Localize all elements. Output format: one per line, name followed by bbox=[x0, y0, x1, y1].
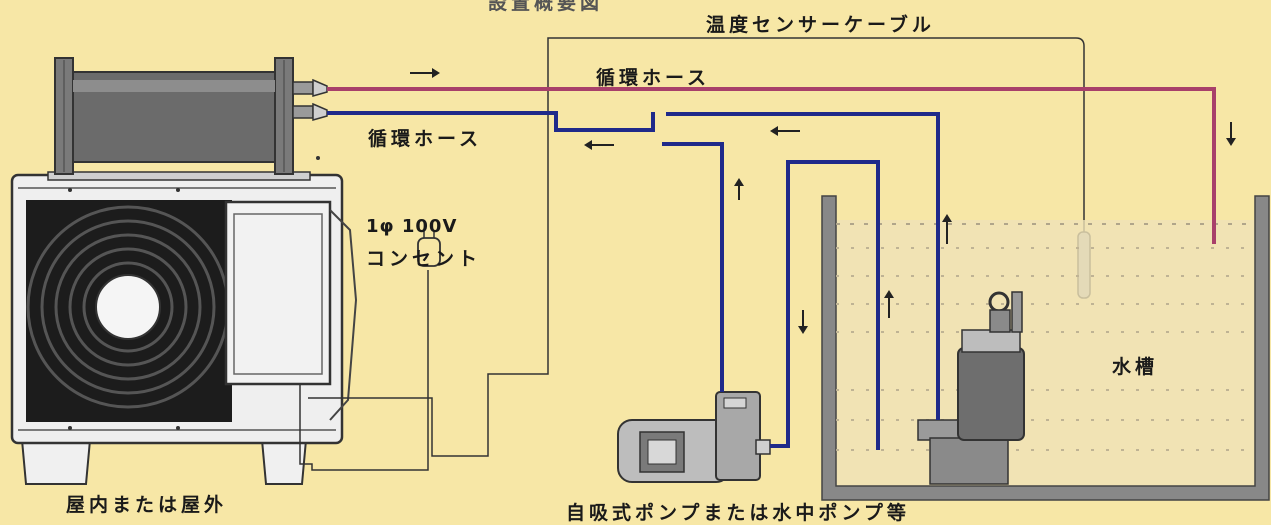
flow-up-arrow-icon-2 bbox=[942, 214, 952, 244]
unit-foot-left bbox=[20, 439, 92, 485]
circulation-hose-top-label: 循環ホース bbox=[596, 67, 711, 89]
water-tank bbox=[821, 195, 1270, 501]
flow-down-arrow-icon bbox=[1226, 122, 1236, 146]
pump-note-label: 自吸式ポンプまたは水中ポンプ等 bbox=[566, 502, 910, 524]
hot-hose bbox=[327, 87, 1216, 244]
flow-up-arrow-icon bbox=[734, 178, 744, 200]
heat-exchanger bbox=[47, 57, 328, 181]
flow-arrows bbox=[410, 68, 1236, 334]
power-cord bbox=[299, 230, 441, 471]
submersible-pump bbox=[917, 291, 1025, 485]
water-tank-label: 水槽 bbox=[1112, 356, 1159, 378]
power-outlet-label: コンセント bbox=[366, 248, 482, 270]
installation-location-label: 屋内または屋外 bbox=[66, 494, 228, 516]
power-phase-label: 1φ 100V bbox=[366, 216, 458, 237]
flow-down-arrow-icon-2 bbox=[798, 310, 808, 334]
cold-hoses bbox=[327, 111, 940, 450]
flow-up-arrow-icon-3 bbox=[884, 290, 894, 318]
diagram-title: 設置概要図 bbox=[488, 0, 604, 14]
flow-left-arrow-icon bbox=[770, 126, 800, 136]
fan-grille bbox=[26, 200, 232, 422]
power-plug-icon bbox=[417, 237, 441, 267]
flow-left-arrow-icon-2 bbox=[584, 140, 614, 150]
self-priming-pump bbox=[617, 391, 771, 483]
circulation-hose-left-label: 循環ホース bbox=[368, 128, 483, 150]
flow-right-arrow-icon bbox=[410, 68, 440, 78]
heat-pump-unit bbox=[10, 156, 358, 485]
temp-sensor-cable-label: 温度センサーケーブル bbox=[706, 14, 935, 36]
unit-side-panel bbox=[224, 200, 332, 386]
